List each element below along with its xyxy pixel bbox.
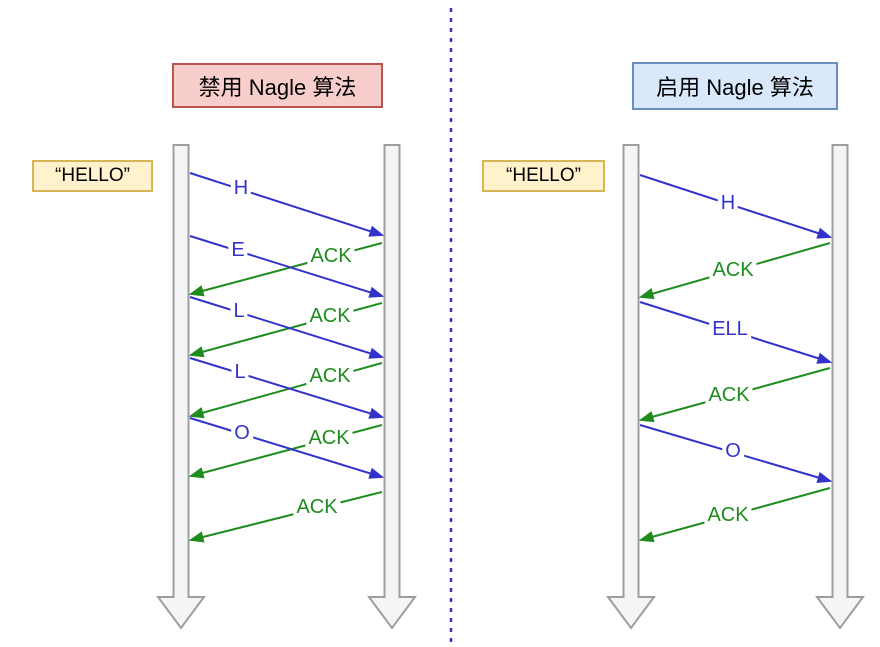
ack-label-ACK: ACK (709, 258, 757, 281)
message-label-H: H (717, 191, 739, 214)
message-label-L: L (231, 361, 249, 384)
message-label-E: E (228, 239, 248, 261)
message-label-O: O (722, 440, 744, 463)
timeline-receiver (815, 144, 865, 630)
ack-label-ACK: ACK (306, 305, 354, 328)
panel-0 (156, 144, 417, 630)
ack-label-ACK: ACK (705, 383, 753, 406)
timeline-sender (606, 144, 656, 630)
message-arrow-O (189, 417, 385, 479)
hello-payload-label-right: “HELLO” (482, 160, 605, 192)
message-arrow-H (189, 172, 385, 237)
panel-title-nagle-disabled: 禁用 Nagle 算法 (172, 63, 383, 108)
ack-label-ACK: ACK (307, 244, 355, 267)
timeline-sender (156, 144, 206, 630)
panel-title-nagle-enabled: 启用 Nagle 算法 (632, 62, 838, 110)
timeline-receiver (367, 144, 417, 630)
message-arrow-L (189, 357, 385, 419)
message-arrow-L (189, 296, 385, 359)
message-label-L: L (230, 300, 248, 323)
ack-label-ACK: ACK (293, 496, 341, 519)
ack-label-ACK: ACK (306, 365, 354, 388)
message-label-O: O (231, 421, 253, 444)
hello-payload-label-left: “HELLO” (32, 160, 153, 192)
ack-label-ACK: ACK (704, 504, 752, 527)
message-arrow-E (189, 235, 385, 298)
ack-arrow-ACK (188, 491, 383, 543)
ack-label-ACK: ACK (305, 427, 353, 450)
message-label-H: H (230, 177, 252, 200)
message-label-ELL: ELL (709, 318, 751, 341)
